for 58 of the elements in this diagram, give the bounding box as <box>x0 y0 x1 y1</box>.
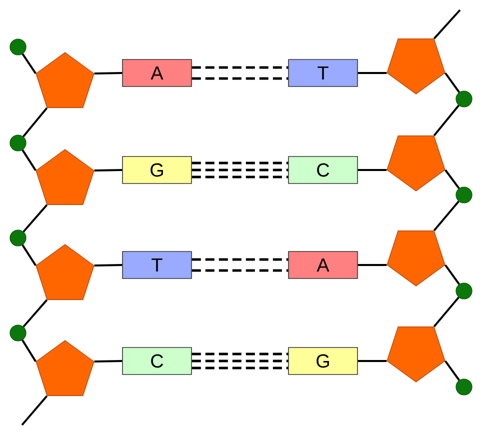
dashed-line <box>192 352 288 356</box>
sugar-pentagon <box>386 38 446 94</box>
sugar-pentagon <box>386 136 446 192</box>
backbone-line <box>433 296 460 328</box>
backbone-line <box>358 360 387 362</box>
sugar-pentagon <box>36 149 94 205</box>
backbone-line <box>22 244 36 266</box>
backbone-line <box>21 395 48 426</box>
sugar-pentagon <box>386 230 446 286</box>
backbone-line <box>22 204 48 232</box>
backbone-line <box>444 360 460 381</box>
dashed-line <box>192 77 288 80</box>
phosphate-circle <box>10 230 26 246</box>
backbone-line <box>22 149 36 171</box>
dashed-line <box>192 168 288 172</box>
phosphate-circle <box>456 90 472 108</box>
base-box: T <box>288 59 358 87</box>
dashed-line <box>192 366 288 370</box>
backbone-line <box>94 72 122 74</box>
dashed-line <box>192 162 288 164</box>
backbone-line <box>22 299 48 328</box>
sugar-pentagon <box>36 244 94 300</box>
phosphate-circle <box>10 134 26 152</box>
dashed-line <box>192 258 288 261</box>
base-box: T <box>122 251 192 279</box>
dashed-line <box>192 176 288 178</box>
dashed-line <box>192 360 288 362</box>
backbone-line <box>444 264 460 285</box>
backbone-line <box>358 72 387 74</box>
dashed-line <box>192 66 288 69</box>
phosphate-circle <box>456 186 472 204</box>
backbone-line <box>358 169 387 172</box>
base-box: G <box>288 347 358 375</box>
backbone-line <box>22 53 36 74</box>
backbone-line <box>22 340 36 362</box>
base-box: C <box>288 156 358 184</box>
base-box: G <box>122 156 192 184</box>
phosphate-circle <box>10 324 26 342</box>
backbone-line <box>433 9 461 40</box>
dashed-line <box>192 269 288 272</box>
phosphate-circle <box>456 378 472 396</box>
base-box: A <box>288 251 358 279</box>
backbone-line <box>433 200 460 232</box>
backbone-line <box>94 264 122 266</box>
backbone-line <box>94 360 122 362</box>
backbone-line <box>22 107 48 138</box>
sugar-pentagon <box>36 340 94 396</box>
backbone-line <box>444 72 460 93</box>
backbone-line <box>358 264 387 266</box>
phosphate-circle <box>10 38 26 56</box>
backbone-line <box>444 169 460 189</box>
backbone-line <box>94 169 122 172</box>
phosphate-circle <box>456 282 472 300</box>
base-box: C <box>122 347 192 375</box>
backbone-line <box>433 104 460 136</box>
sugar-pentagon <box>386 326 446 382</box>
sugar-pentagon <box>36 52 94 108</box>
base-box: A <box>122 59 192 87</box>
